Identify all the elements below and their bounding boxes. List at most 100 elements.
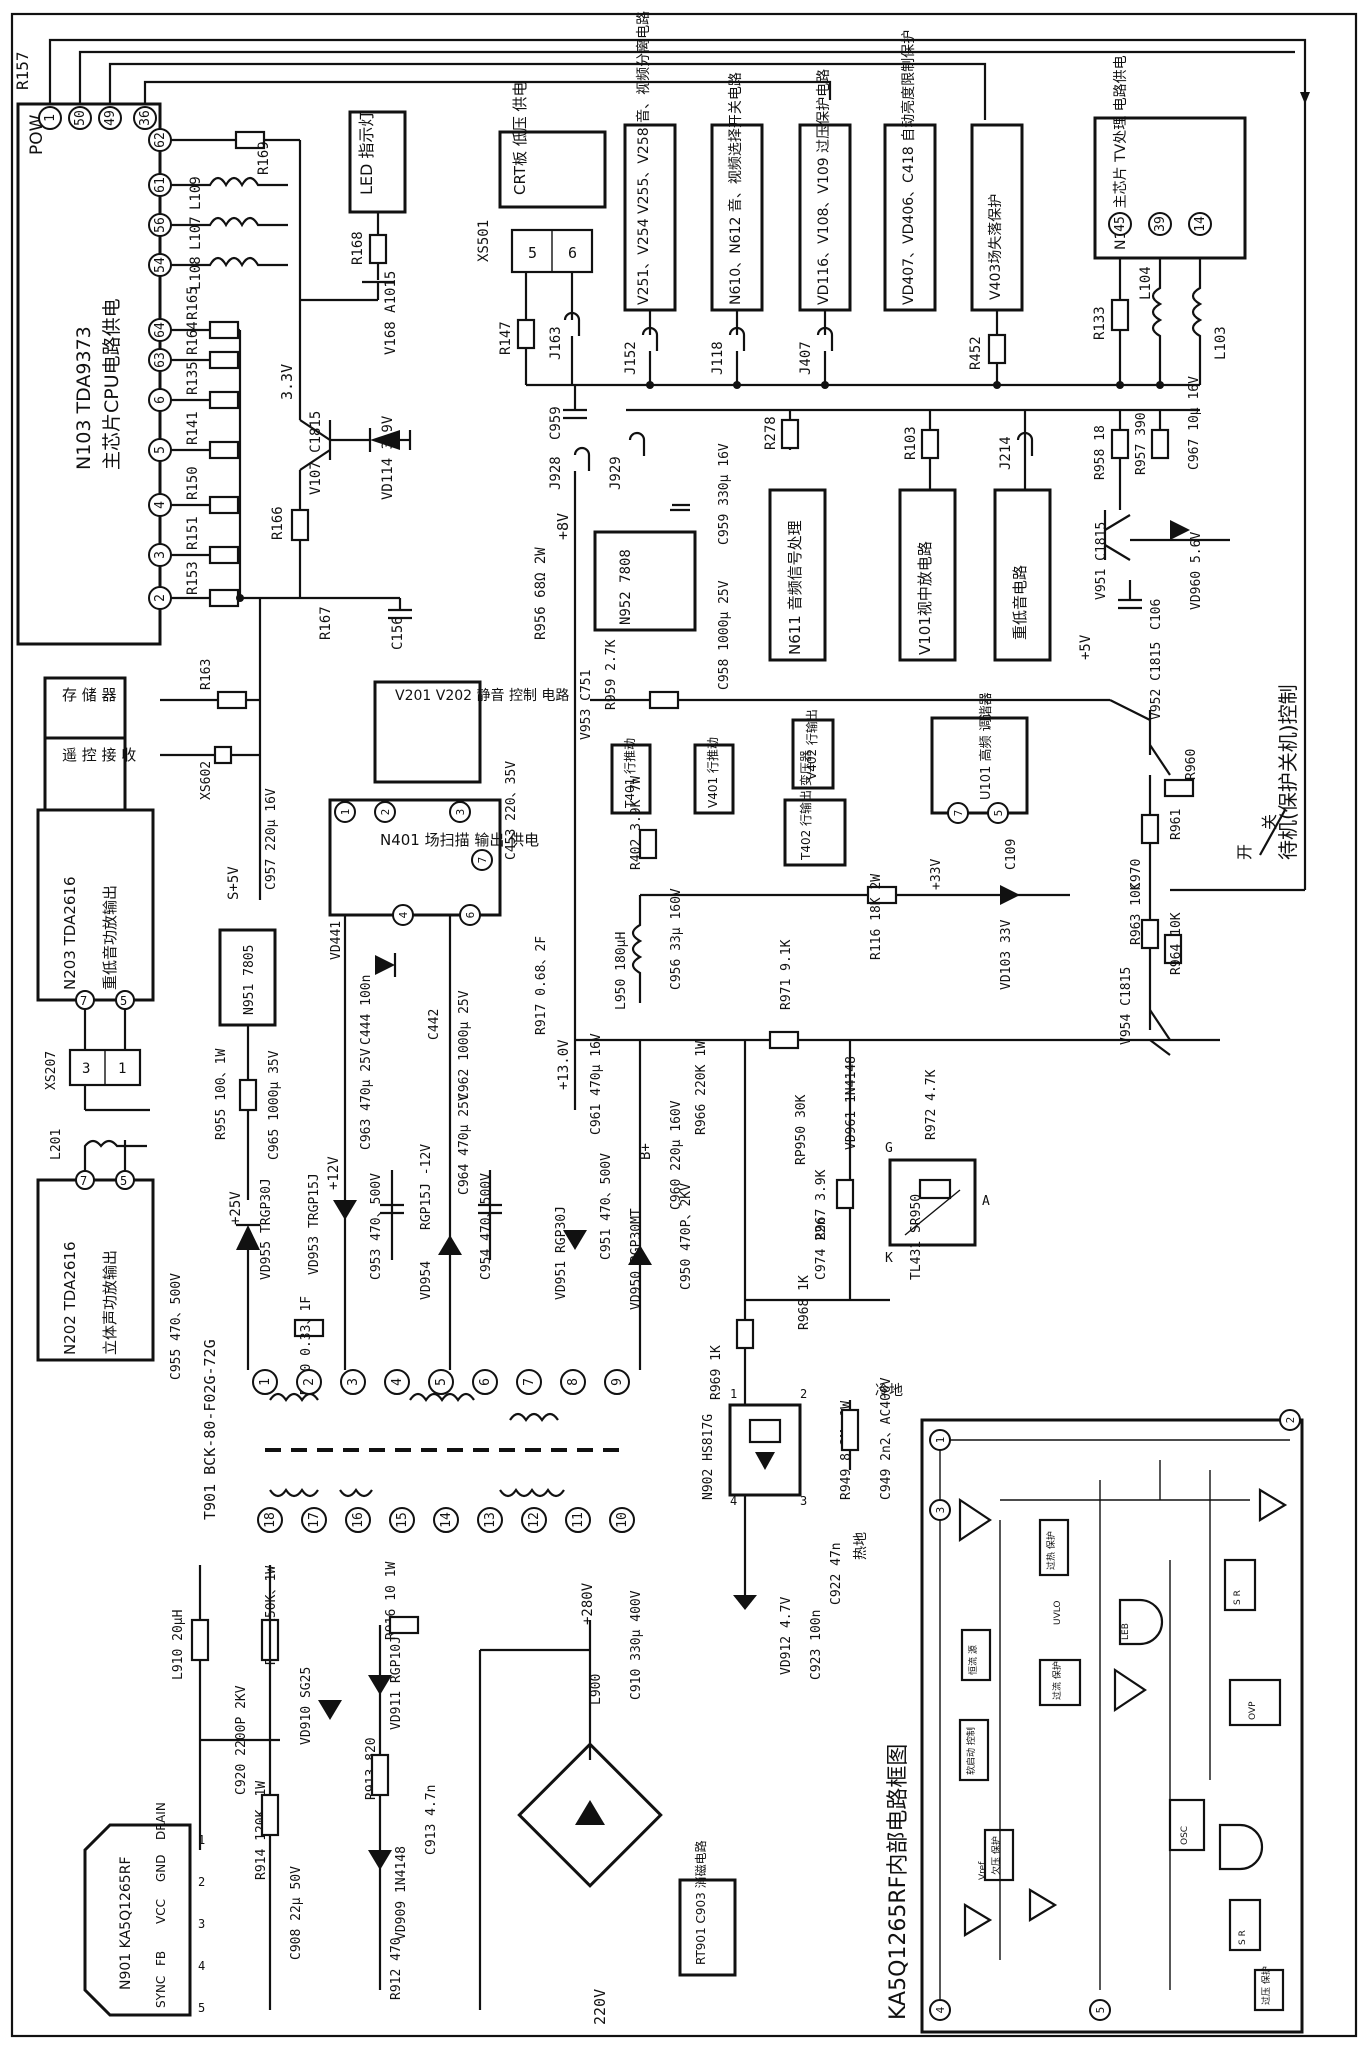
t901-top-pin-4-circle [384, 1369, 410, 1395]
xs501-pin-a: 5 [528, 244, 537, 262]
t901-top-pin-7: 7 [522, 1378, 537, 1386]
n203-desc: 重低音功放输出 [101, 885, 119, 990]
n103-pin-1-circle [38, 106, 62, 130]
v5-label: +5V [1078, 634, 1094, 660]
n902-pin-2: 2 [800, 1387, 807, 1401]
inner-block-label-11: UVLO [1053, 1600, 1063, 1625]
v25-label: +25V [228, 1191, 244, 1225]
n203-pin-7: 7 [80, 994, 87, 1008]
r969-label: R969 1K [709, 1345, 724, 1400]
v953-label: V953 C751 [579, 670, 594, 740]
function-blocks-row: V251、V254 V255、V258 音、视频分离电路 N610、N612 音… [623, 11, 1247, 312]
r961-label: R961 [1169, 809, 1184, 840]
field-scan-section: V201 V202 静音 控制 电路 N401 场扫描 输出 供电 C453 2… [307, 680, 569, 1370]
b-plus-label: B+ [638, 1143, 654, 1160]
n401-pin-6-circle [459, 904, 481, 926]
c109-label: C109 [1004, 839, 1019, 870]
ka5q-inner-diagram: KA5Q1265RF内部电路框图 [886, 1418, 1304, 2034]
n901-pin-num-1: 2 [198, 1875, 205, 1889]
inner-pin-1-circle [929, 1429, 951, 1451]
n202-desc: 立体声功放输出 [101, 1250, 119, 1355]
xs602-label: XS602 [199, 761, 214, 800]
c106-label: C106 [1149, 599, 1164, 630]
j163-label: J163 [548, 326, 564, 360]
inner-block-label-5: S R [1233, 1590, 1243, 1605]
vd953-label: VD953 TRGP15J [307, 1173, 322, 1275]
r167-label: R167 [318, 606, 334, 640]
t901-bottom-pin-11-circle [565, 1507, 591, 1533]
inner-block-label-2: 欠压 保护 [990, 1836, 1002, 1875]
inner-pin-2-circle [1279, 1409, 1301, 1431]
t901-top-pin-1-circle [252, 1369, 278, 1395]
top-bus-lines: R157 [13, 38, 1310, 120]
v201-label: V201 V202 静音 控制 电路 [395, 687, 569, 704]
r963-label: R963 10K [1129, 882, 1144, 945]
n401-pin-3: 3 [454, 809, 467, 816]
t901-bottom-pin-15-circle [389, 1507, 415, 1533]
t901-top-pin-8-circle [560, 1369, 586, 1395]
c959-label: C959 330μ 16V [717, 443, 732, 545]
n103-name: N103 TDA9373 [73, 326, 95, 470]
u101-label: U101 高频 调谐器 [978, 692, 994, 800]
crt-label: CRT板 低压 供电 [511, 81, 529, 195]
n103b-pin-14-circle [1188, 212, 1212, 236]
inner-block-label-7: 过压 保护 [1260, 1966, 1272, 2005]
n202-pin-7: 7 [80, 1174, 87, 1188]
t901-label: T901 BCK-80-F02G-72G [201, 1339, 219, 1520]
c958-label: C958 1000μ 25V [717, 580, 732, 690]
inner-block-label-8: 过流 保护 [1051, 1661, 1063, 1700]
ac220-label: 220V [591, 1989, 609, 2025]
inner-block-label-1: 恒流 源 [967, 1645, 979, 1675]
t901-transformer: T901 BCK-80-F02G-72G [201, 1339, 620, 1520]
r103-label: R103 [903, 426, 919, 460]
inner-pin-4-circle [929, 1999, 951, 2021]
n902-pin-3: 3 [800, 1494, 807, 1508]
v280-label: +280V [580, 1582, 596, 1625]
n103-pin-5: 5 [153, 446, 168, 454]
j152-label: J152 [623, 341, 639, 375]
t901-top-pin-2-circle [296, 1369, 322, 1395]
inner-block-label-9: OVP [1248, 1701, 1258, 1720]
c960-label: C960 220μ 160V [669, 1100, 684, 1210]
u101-pin-5-circle [987, 802, 1009, 824]
n103b-pin-39-circle [1148, 212, 1172, 236]
v8-label: +8V [554, 513, 572, 540]
r917-label: R917 0.68、2F [534, 936, 549, 1035]
t901-top-pin-5-circle [428, 1369, 454, 1395]
c967-label: C967 10μ 16V [1187, 376, 1202, 470]
n202-pin-5: 5 [120, 1174, 127, 1188]
t901-bottom-pin-16-circle [345, 1507, 371, 1533]
horizontal-section: T401 行推动 V401 行推动 V402 行输出 U101 高频 调谐器 T… [534, 692, 1220, 1420]
c961-label: C961 470μ 16V [589, 1033, 604, 1135]
n203-name: N203 TDA2616 [61, 876, 79, 990]
v107-transistor: V107 C1815 VD114 3.9V [299, 411, 412, 500]
j118-label: J118 [710, 341, 726, 375]
v953-regulator: R959 2.7K V953 C751 [573, 639, 1110, 1110]
xs207-pin-3: 3 [82, 1061, 90, 1077]
v403-label: V403场失落保护 [988, 194, 1004, 300]
n103-pin-1: 1 [43, 114, 58, 122]
c910-label: C910 330μ 400V [629, 1590, 644, 1700]
led-indicator: LED 指示灯 R168 V168 A1015 [300, 110, 407, 355]
t901-top-pin-9: 9 [610, 1378, 625, 1386]
n103-pin-63: 63 [153, 352, 168, 368]
n901-pin-name-2: VCC [154, 1899, 168, 1924]
t401-label: T401 行推动 [623, 738, 637, 809]
n103-pin-4: 4 [153, 501, 168, 509]
inner-pin-5: 5 [1094, 2007, 1107, 2014]
t901-top-pin-2: 2 [302, 1378, 317, 1386]
n103b-pin-45: 45 [1113, 216, 1128, 232]
n901-pin-num-3: 4 [198, 1959, 205, 1973]
xs207-connector: 3 1 XS207 [44, 1048, 150, 1112]
n202-ic: N202 TDA2616 立体声功放输出 7 5 L201 [36, 1129, 155, 1362]
n902-optocoupler: N902 HS817G R949 8.2M、1W C949 2n2、AC400V… [701, 1377, 903, 1680]
r966-label: R966 220K 1W [694, 1041, 709, 1135]
c444-label: C444 100n [359, 975, 374, 1045]
n103-pin-49: 49 [103, 110, 118, 126]
c970-label: C970 [1129, 859, 1144, 890]
u101-pin-5: 5 [992, 810, 1005, 817]
n103-pin-6: 6 [153, 396, 168, 404]
inner-pin-1: 1 [934, 1437, 947, 1444]
